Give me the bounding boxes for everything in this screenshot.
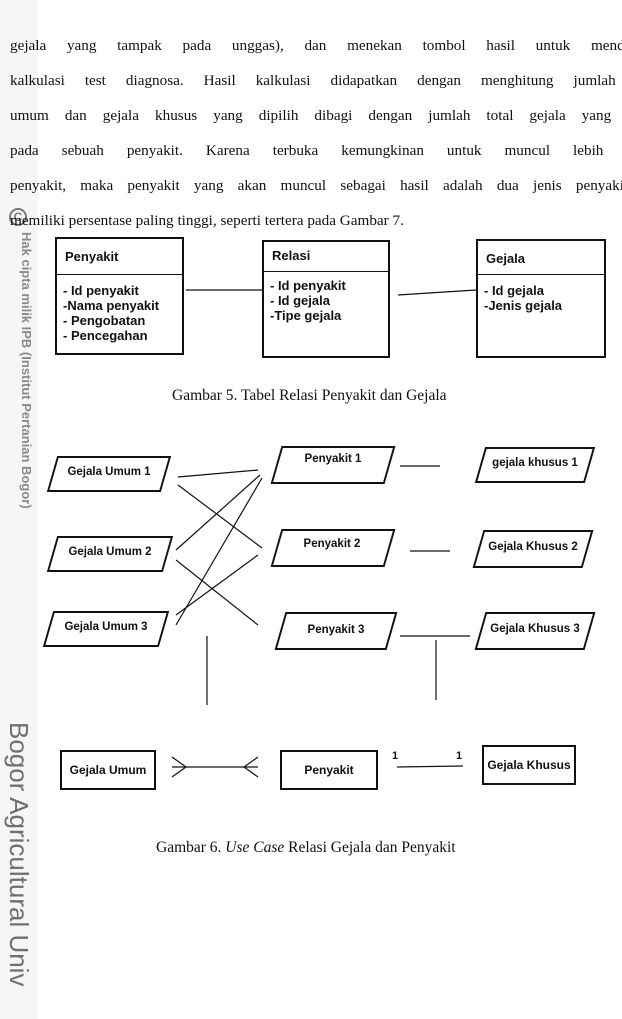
entity-field: -Nama penyakit — [63, 298, 160, 313]
entity-field: - Id gejala — [484, 283, 544, 298]
entity-relasi: Relasi - Id penyakit - Id gejala -Tipe g… — [262, 240, 390, 358]
penyakit-1-shape — [270, 446, 396, 484]
entity-title: Relasi — [264, 242, 388, 272]
para-line: pada sebuah penyakit. Karena terbuka kem… — [10, 142, 622, 159]
penyakit-1-label: Penyakit 1 — [304, 453, 362, 465]
gejala-khusus-3-label: Gejala Khusus 3 — [490, 623, 580, 635]
multiplicity-right: 1 — [456, 750, 463, 762]
entity-field: - Pengobatan — [63, 313, 146, 328]
gejala-khusus-1-label: gejala khusus 1 — [492, 457, 578, 469]
figure6-caption: Gambar 6. Use Case Relasi Gejala dan Pen… — [156, 839, 456, 857]
entity-field: - Id penyakit — [270, 278, 346, 293]
penyakit-3-label: Penyakit 3 — [307, 624, 365, 636]
entity-field: - Pencegahan — [63, 328, 148, 343]
gejala-umum-3-label: Gejala Umum 3 — [64, 621, 148, 633]
para-line: penyakit, maka penyakit yang akan muncul… — [10, 177, 622, 194]
entity-gejala: Gejala - Id gejala -Jenis gejala — [476, 239, 606, 358]
para-line: kalkulasi test diagnosa. Hasil kalkulasi… — [10, 72, 622, 89]
gejala-umum-2-label: Gejala Umum 2 — [68, 546, 152, 558]
gejala-khusus-2-label: Gejala Khusus 2 — [488, 541, 578, 553]
bottom-gejala-khusus: Gejala Khusus — [482, 745, 576, 785]
entity-field: - Id penyakit — [63, 283, 139, 298]
entity-field: - Id gejala — [270, 293, 330, 308]
gejala-umum-1-label: Gejala Umum 1 — [67, 466, 151, 478]
multiplicity-left: 1 — [392, 750, 399, 762]
caption-italic: Use Case — [225, 839, 285, 856]
entity-title: Gejala — [478, 241, 604, 275]
figure5-caption: Gambar 5. Tabel Relasi Penyakit dan Geja… — [172, 387, 447, 404]
bottom-penyakit: Penyakit — [280, 750, 378, 790]
para-line: umum dan gejala khusus yang dipilih diba… — [10, 107, 622, 124]
watermark-strip — [0, 0, 38, 1019]
body-paragraph: gejala yang tampak pada unggas), dan men… — [10, 28, 622, 238]
caption-suffix: Relasi Gejala dan Penyakit — [288, 839, 456, 856]
entity-title: Penyakit — [57, 239, 182, 275]
penyakit-2-label: Penyakit 2 — [303, 538, 361, 550]
para-line: gejala yang tampak pada unggas), dan men… — [10, 37, 622, 54]
entity-field: -Jenis gejala — [484, 298, 563, 313]
bottom-gejala-umum: Gejala Umum — [60, 750, 156, 790]
entity-field: -Tipe gejala — [270, 308, 342, 323]
caption-prefix: Gambar 6. — [156, 839, 222, 856]
entity-penyakit: Penyakit - Id penyakit -Nama penyakit - … — [55, 237, 184, 355]
para-line: memiliki persentase paling tinggi, seper… — [10, 212, 404, 229]
copyright-icon: C — [9, 208, 27, 226]
